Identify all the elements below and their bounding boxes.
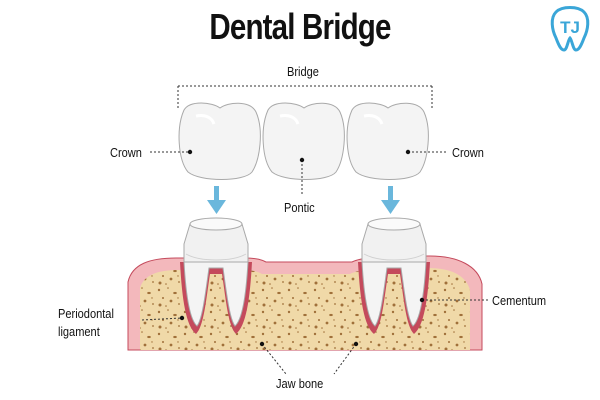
- label-bridge: Bridge: [287, 64, 319, 79]
- crown-pontic: [262, 102, 345, 180]
- crown-left: [178, 102, 261, 180]
- logo-text: TJ: [560, 18, 580, 37]
- leader-lines: [141, 151, 488, 375]
- label-ligament: ligament: [58, 324, 100, 339]
- label-crown-left: Crown: [110, 145, 142, 160]
- leader-dots: [179, 149, 425, 347]
- bridge-bracket: [177, 85, 433, 110]
- label-cementum: Cementum: [492, 293, 547, 308]
- label-periodontal: Periodontal: [58, 306, 114, 321]
- bridge-crowns: [178, 102, 429, 180]
- label-crown-right: Crown: [452, 145, 484, 160]
- label-pontic: Pontic: [284, 200, 315, 215]
- left-abutment-tooth: [180, 217, 252, 334]
- arrow-right: [381, 186, 400, 214]
- page-title: Dental Bridge: [209, 6, 391, 47]
- arrow-left: [207, 186, 226, 214]
- jaw-bone: [140, 268, 470, 350]
- crown-right: [346, 102, 429, 180]
- label-jaw-bone: Jaw bone: [276, 376, 324, 391]
- logo: TJ: [550, 6, 590, 52]
- tooth-icon: [550, 6, 590, 52]
- right-abutment-tooth: [358, 217, 430, 334]
